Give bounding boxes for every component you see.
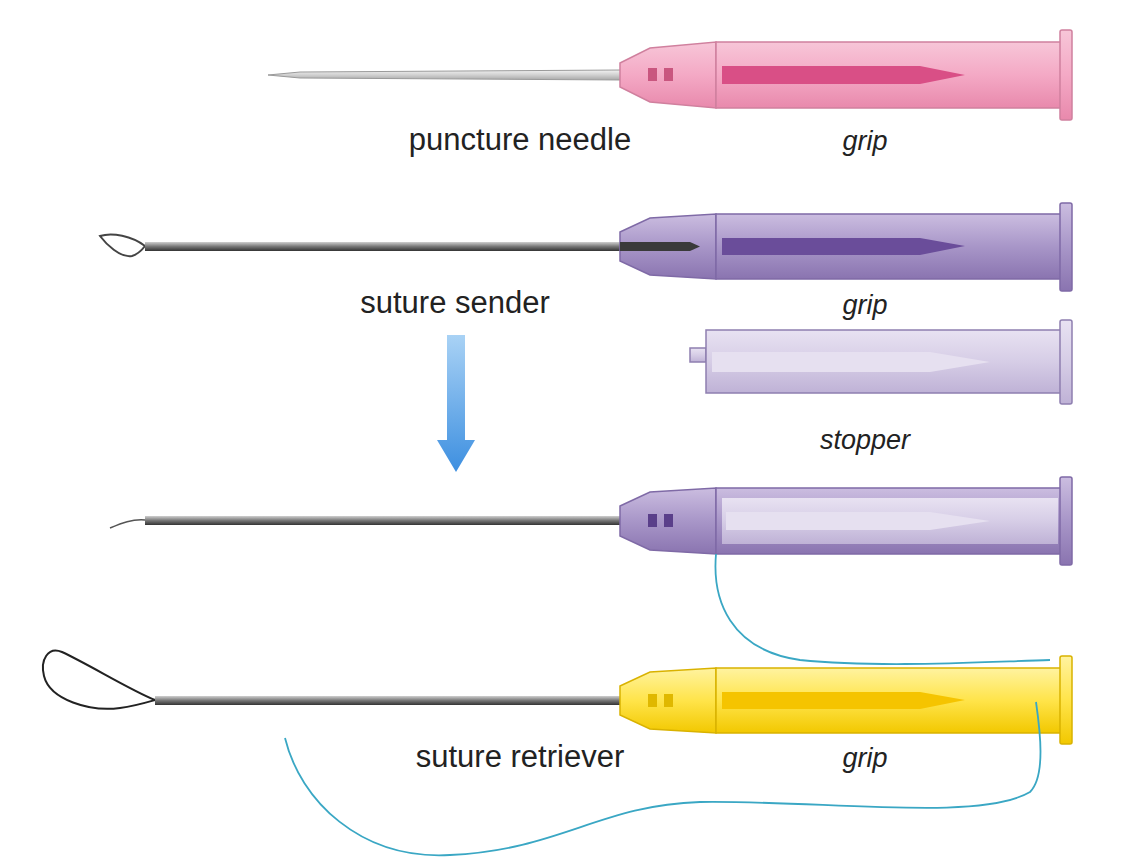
part-label-italic: grip bbox=[842, 289, 887, 321]
step-arrow bbox=[437, 335, 475, 472]
part-label-italic: stopper bbox=[820, 424, 910, 456]
suture-thread bbox=[715, 554, 1050, 664]
part-label-italic: grip bbox=[842, 742, 887, 774]
suture-sender bbox=[100, 203, 1072, 291]
suture-thread bbox=[285, 702, 1041, 855]
part-label-italic: grip bbox=[842, 125, 887, 157]
part-label: suture sender bbox=[360, 284, 550, 321]
assembled-sender bbox=[110, 477, 1072, 565]
puncture-needle bbox=[268, 30, 1072, 120]
part-label: puncture needle bbox=[409, 121, 631, 158]
part-label: suture retriever bbox=[416, 738, 624, 775]
stopper bbox=[690, 320, 1072, 404]
